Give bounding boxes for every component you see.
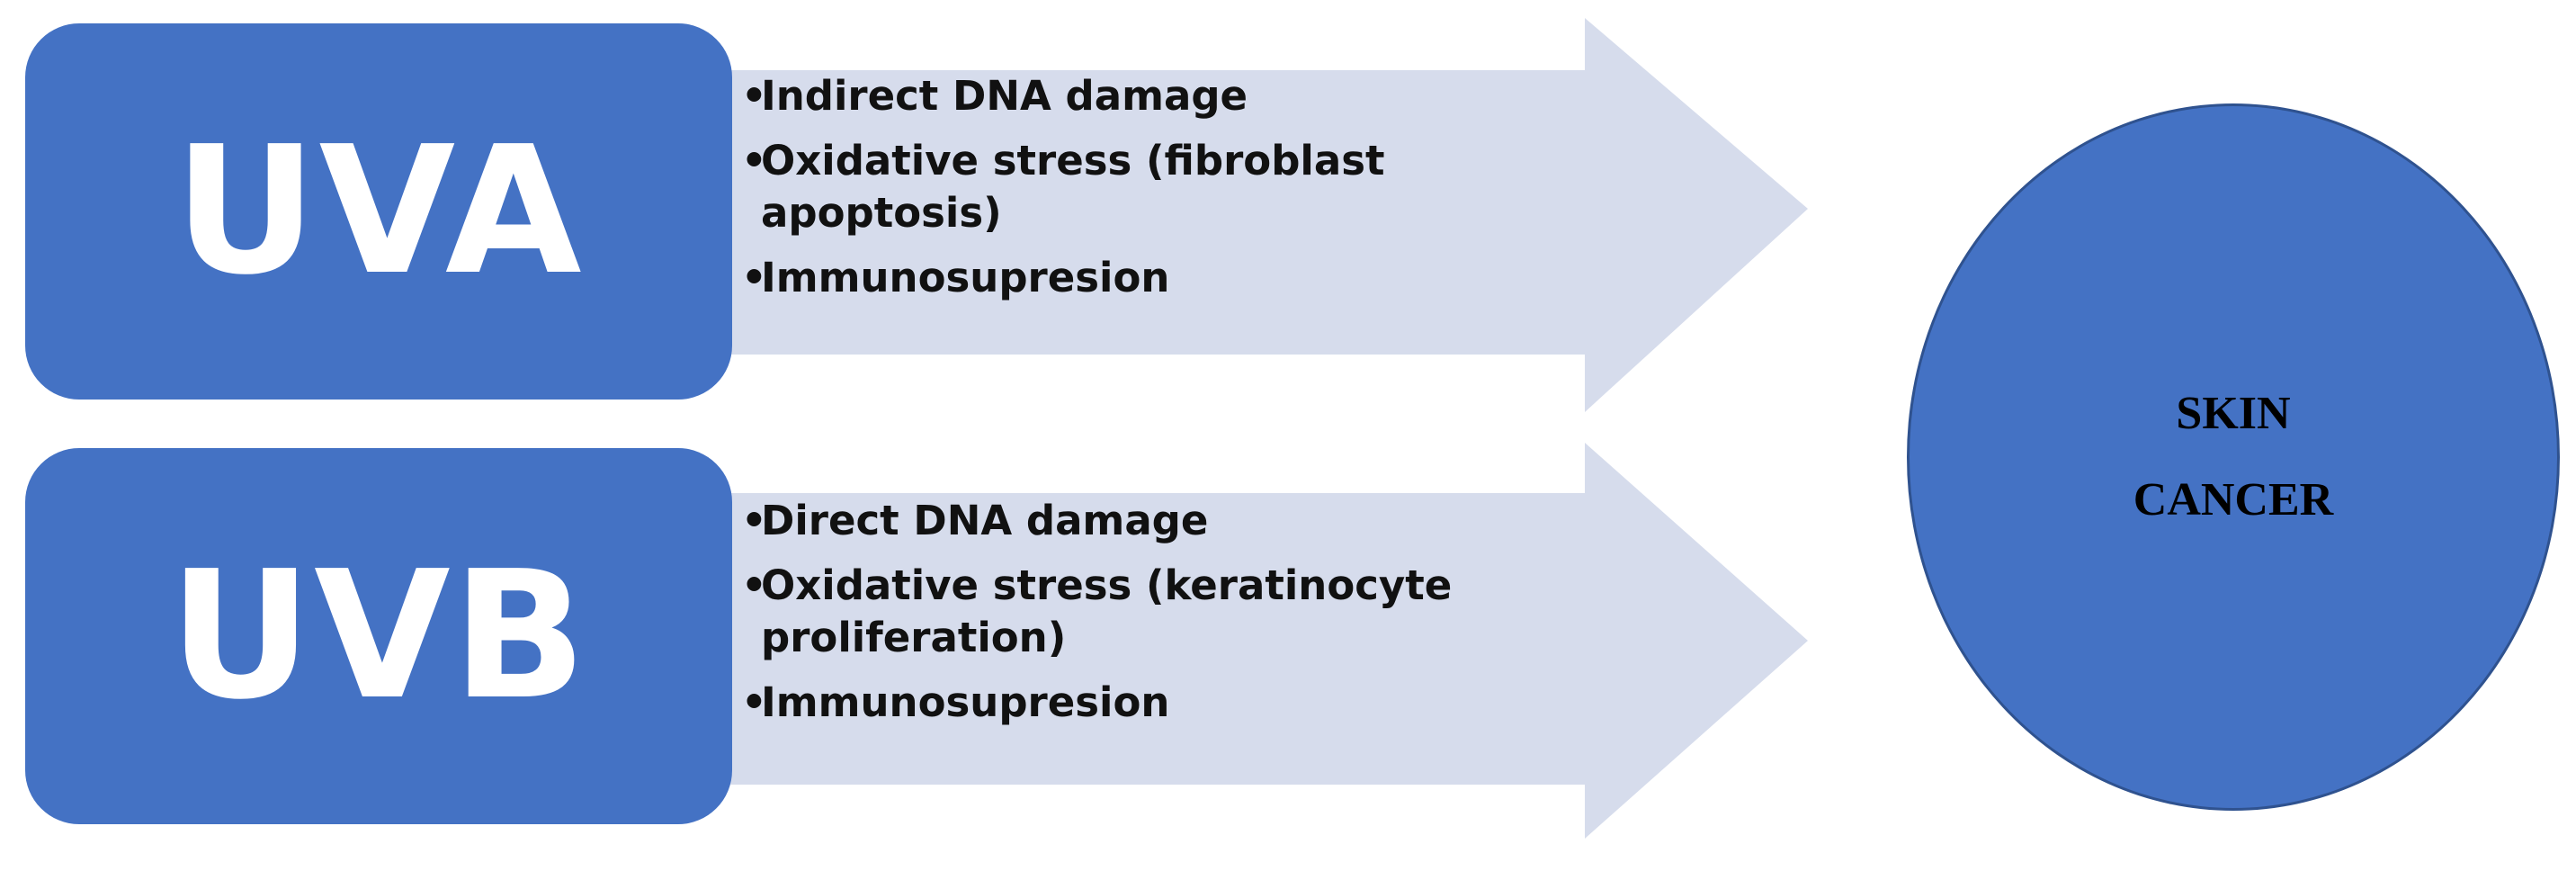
effect-item: • Indirect DNA damage <box>739 70 1567 122</box>
effect-text: Immunosupresion <box>761 254 1170 301</box>
uva-box: UVA <box>25 23 732 400</box>
target-line-2: CANCER <box>2133 474 2334 525</box>
effect-text: Immunosupresion <box>761 678 1170 726</box>
bullet: • <box>741 72 767 120</box>
effect-item: • Immunosupresion <box>739 252 1567 304</box>
bullet: • <box>741 497 767 544</box>
bullet: • <box>741 678 767 726</box>
uva-effects-list: • Indirect DNA damage • Oxidative stress… <box>739 70 1567 317</box>
uva-arrow <box>711 18 1808 412</box>
target-line-1: SKIN <box>2176 388 2291 439</box>
effect-item: • Immunosupresion <box>739 677 1567 729</box>
effect-item: • Direct DNA damage <box>739 495 1567 547</box>
uvb-effects-list: • Direct DNA damage • Oxidative stress (… <box>739 495 1567 741</box>
effect-item: • Oxidative stress (keratinocyte prolife… <box>739 560 1567 664</box>
effect-text: Direct DNA damage <box>761 497 1209 544</box>
effect-text: Oxidative stress (keratinocyte prolifera… <box>761 561 1453 661</box>
bullet: • <box>741 137 767 184</box>
uva-label: UVA <box>174 109 584 314</box>
uvb-label: UVB <box>168 534 589 739</box>
uvb-arrow <box>711 443 1808 839</box>
bullet: • <box>741 254 767 301</box>
effect-text: Indirect DNA damage <box>761 72 1248 120</box>
skin-cancer-circle: SKIN CANCER <box>1907 103 2560 811</box>
uvb-box: UVB <box>25 448 732 824</box>
effect-text: Oxidative stress (fibroblast apoptosis) <box>761 137 1385 237</box>
effect-item: • Oxidative stress (fibroblast apoptosis… <box>739 135 1567 239</box>
bullet: • <box>741 561 767 609</box>
